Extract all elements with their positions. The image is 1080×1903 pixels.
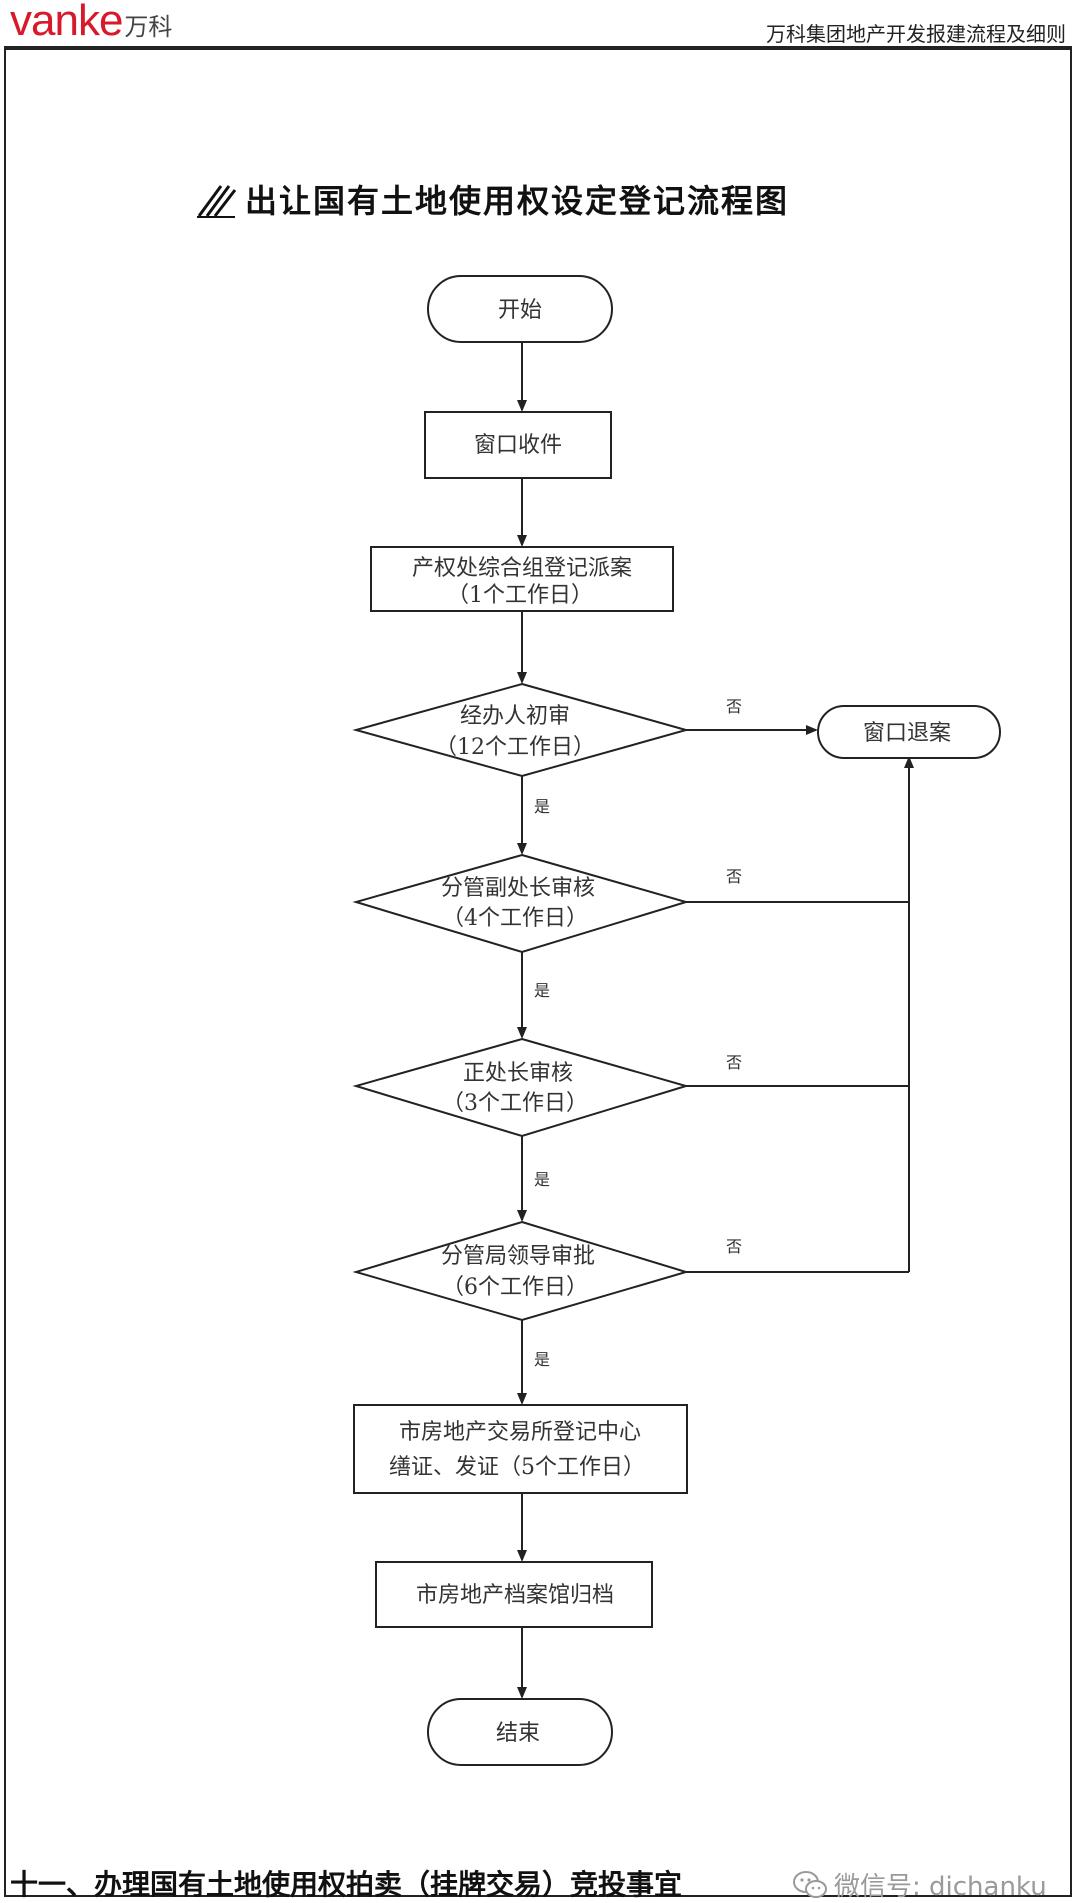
first-review-label-line1: 经办人初审 [460, 704, 570, 729]
diagram-title: 出让国有土地使用权设定登记流程图 [195, 176, 789, 222]
dispatch-label-line2: （1个工作日） [447, 583, 593, 608]
section-heading: 十一、办理国有土地使用权拍卖（挂牌交易）竞投事宜 [10, 1868, 683, 1901]
edge-label-no-4: 否 [726, 1237, 742, 1256]
end-terminal [427, 1698, 613, 1766]
vanke-logo: vanke 万科 [10, 0, 172, 44]
bureau-approval-decision [352, 1220, 690, 1322]
reject-terminal [817, 705, 1001, 759]
deputy-review-decision [352, 853, 690, 954]
start-terminal [427, 275, 613, 343]
edge-label-yes-3: 是 [534, 1170, 550, 1189]
hatch-icon [197, 185, 237, 218]
deputy-review-label-line2: （4个工作日） [442, 906, 588, 931]
dispatch-label-line1: 产权处综合组登记派案 [412, 556, 632, 581]
window-receive-label: 窗口收件 [474, 433, 562, 458]
deputy-review-label-line1: 分管副处长审核 [441, 876, 595, 901]
watermark-text: 微信号: dichanku [834, 1872, 1047, 1902]
edge-label-yes-2: 是 [534, 981, 550, 1000]
first-review-label-line2: （12个工作日） [435, 735, 595, 760]
flowchart: 开始 窗口收件 产权处综合组登记派案 （1个工作日） 经办人初审 （12个工作日… [352, 275, 1001, 1766]
bureau-approval-label-line2: （6个工作日） [442, 1275, 588, 1300]
dispatch-box [370, 546, 674, 612]
logo-chinese-text: 万科 [124, 13, 173, 41]
certificate-label-line1: 市房地产交易所登记中心 [399, 1420, 641, 1445]
edge-label-yes-4: 是 [534, 1350, 550, 1369]
edge-label-no-3: 否 [726, 1053, 742, 1072]
edge-label-yes-1: 是 [534, 797, 550, 816]
edge-label-no-1: 否 [726, 697, 742, 716]
reject-label: 窗口退案 [863, 721, 951, 746]
edge-label-no-2: 否 [726, 867, 742, 886]
wechat-watermark: 微信号: dichanku [792, 1866, 1047, 1903]
document-title: 万科集团地产开发报建流程及细则 [766, 22, 1066, 46]
bureau-approval-label-line1: 分管局领导审批 [441, 1244, 595, 1269]
archive-box [375, 1561, 653, 1628]
director-review-label-line2: （3个工作日） [442, 1091, 588, 1116]
director-review-decision [352, 1037, 690, 1138]
certificate-box [353, 1404, 688, 1494]
page-header: vanke 万科 万科集团地产开发报建流程及细则 [0, 0, 1080, 50]
wechat-icon [793, 1870, 827, 1898]
header-divider [4, 46, 1072, 48]
logo-latin-text: vanke [10, 0, 123, 45]
end-label: 结束 [496, 1721, 540, 1746]
start-label: 开始 [498, 298, 542, 323]
page-frame [4, 48, 1072, 1897]
first-review-decision [352, 682, 690, 778]
flow-edges [517, 342, 914, 1699]
window-receive-box [424, 411, 612, 479]
diagram-title-text: 出让国有土地使用权设定登记流程图 [245, 182, 790, 220]
archive-label: 市房地产档案馆归档 [416, 1583, 614, 1608]
director-review-label-line1: 正处长审核 [463, 1061, 573, 1086]
certificate-label-line2: 缮证、发证（5个工作日） [389, 1455, 645, 1480]
